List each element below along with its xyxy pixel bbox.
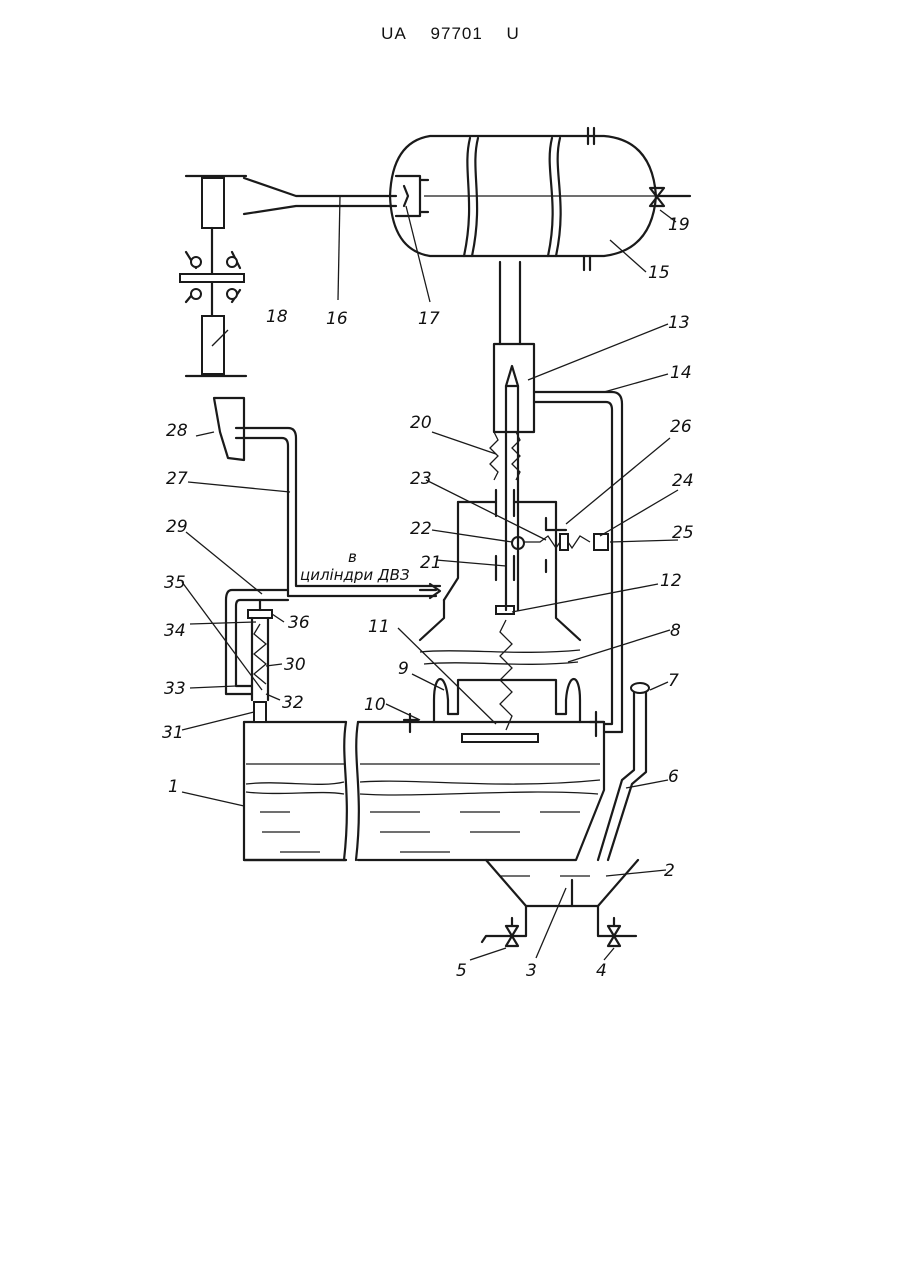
- check-valve: [396, 176, 428, 216]
- label-31: 31: [162, 723, 184, 743]
- label-8: 8: [670, 621, 681, 641]
- label-28: 28: [166, 421, 188, 441]
- sump: [486, 860, 638, 906]
- label-24: 24: [672, 471, 694, 491]
- label-33: 33: [164, 679, 186, 699]
- label-27: 27: [166, 469, 188, 489]
- label-22: 22: [410, 519, 432, 539]
- label-29: 29: [166, 517, 188, 537]
- label-2: 2: [664, 861, 675, 881]
- filler-pipe: [598, 683, 649, 860]
- label-18: 18: [266, 307, 288, 327]
- receiver: [390, 128, 690, 270]
- valve-body: [444, 490, 608, 614]
- label-1: 1: [168, 777, 179, 797]
- label-21: 21: [420, 553, 442, 573]
- spring: [500, 620, 512, 730]
- separator: [404, 600, 604, 742]
- label-10: 10: [364, 695, 386, 715]
- label-3: 3: [526, 961, 537, 981]
- label-4: 4: [596, 961, 607, 981]
- label-12: 12: [660, 571, 682, 591]
- label-30: 30: [284, 655, 306, 675]
- air-pipe: [244, 178, 396, 214]
- drain-valves: [482, 906, 636, 946]
- label-6: 6: [668, 767, 679, 787]
- label-7: 7: [668, 671, 679, 691]
- label-14: 14: [670, 363, 692, 383]
- label-5: 5: [456, 961, 467, 981]
- label-15: 15: [648, 263, 670, 283]
- level-sensor: [226, 590, 288, 722]
- label-25: 25: [672, 523, 694, 543]
- label-13: 13: [668, 313, 690, 333]
- label-9: 9: [398, 659, 409, 679]
- flow-caption-line2: циліндри ДВЗ: [300, 566, 410, 584]
- label-35: 35: [164, 573, 186, 593]
- label-32: 32: [282, 693, 304, 713]
- flow-caption-line1: в: [348, 548, 357, 566]
- main-tank: [244, 722, 604, 860]
- label-36: 36: [288, 613, 310, 633]
- label-16: 16: [326, 309, 348, 329]
- label-34: 34: [164, 621, 186, 641]
- label-11: 11: [368, 617, 390, 637]
- compressor: [180, 176, 246, 376]
- label-17: 17: [418, 309, 440, 329]
- label-26: 26: [670, 417, 692, 437]
- label-19: 19: [668, 215, 690, 235]
- label-20: 20: [410, 413, 432, 433]
- label-23: 23: [410, 469, 432, 489]
